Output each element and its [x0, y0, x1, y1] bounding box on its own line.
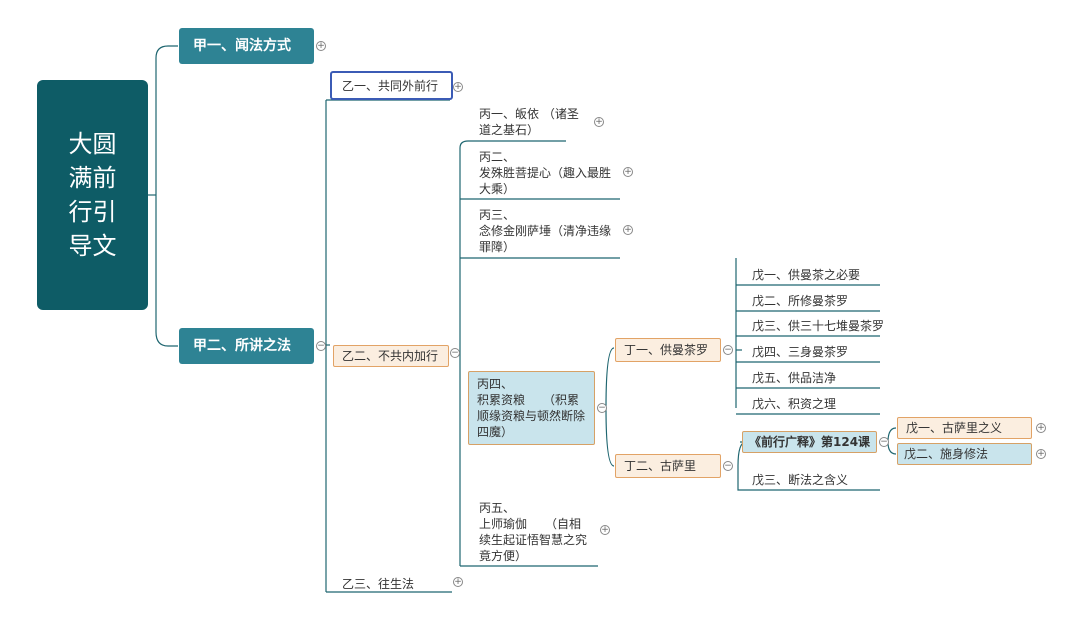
topic-ding2[interactable]: 丁二、古萨里: [615, 454, 721, 478]
topic-bing3[interactable]: 丙三、 念修金刚萨埵（清净违缘 罪障）: [477, 207, 622, 257]
topic-label: 《前行广释》第124课: [749, 435, 871, 449]
topic-label: 甲一、闻法方式: [193, 38, 291, 54]
topic-wu-d2-2[interactable]: 戊二、施身修法: [897, 443, 1032, 465]
topic-label: 丙四、 积累资粮 （积累 顺缘资粮与顿然断除 四魔）: [477, 377, 586, 439]
topic-lesson-124[interactable]: 《前行广释》第124课: [742, 431, 877, 453]
topic-label: 乙一、共同外前行: [342, 78, 439, 93]
expand-toggle-icon[interactable]: +: [1036, 449, 1046, 459]
topic-bing2[interactable]: 丙二、 发殊胜菩提心（趣入最胜 大乘）: [477, 149, 622, 199]
topic-bing5[interactable]: 丙五、 上师瑜伽 （自相 续生起证悟智慧之究 竟方便）: [477, 500, 597, 566]
root-label: 大圆 满前 行引 导文: [68, 130, 117, 260]
topic-label: 戊三、断法之含义: [752, 473, 849, 487]
topic-label: 丁一、供曼茶罗: [624, 343, 709, 357]
topic-label: 丙五、 上师瑜伽 （自相 续生起证悟智慧之究 竟方便）: [479, 501, 588, 563]
collapse-toggle-icon[interactable]: −: [723, 345, 733, 355]
expand-toggle-icon[interactable]: +: [316, 41, 326, 51]
topic-label: 丁二、古萨里: [624, 459, 697, 473]
expand-toggle-icon[interactable]: +: [453, 82, 463, 92]
expand-toggle-icon[interactable]: +: [1036, 423, 1046, 433]
topic-bing1[interactable]: 丙一、皈依 （诸圣 道之基石）: [477, 106, 592, 140]
topic-label: 戊二、施身修法: [904, 447, 989, 461]
topic-label: 乙三、往生法: [342, 577, 415, 591]
topic-label: 戊六、积资之理: [752, 397, 837, 411]
collapse-toggle-icon[interactable]: −: [723, 461, 733, 471]
topic-wu-d2-1[interactable]: 戊一、古萨里之义: [897, 417, 1032, 439]
topic-wu-d1-3[interactable]: 戊三、供三十七堆曼茶罗: [750, 318, 885, 334]
topic-yi3[interactable]: 乙三、往生法: [340, 576, 450, 592]
topic-label: 甲二、所讲之法: [193, 338, 291, 354]
topic-label: 戊五、供品洁净: [752, 371, 837, 385]
expand-toggle-icon[interactable]: +: [623, 225, 633, 235]
topic-wu-d1-1[interactable]: 戊一、供曼茶之必要: [750, 267, 885, 283]
topic-wu-d1-5[interactable]: 戊五、供品洁净: [750, 370, 885, 386]
topic-label: 丙一、皈依 （诸圣 道之基石）: [479, 107, 579, 137]
collapse-toggle-icon[interactable]: −: [879, 437, 889, 447]
topic-bing4[interactable]: 丙四、 积累资粮 （积累 顺缘资粮与顿然断除 四魔）: [468, 371, 595, 445]
topic-yi2[interactable]: 乙二、不共内加行: [333, 345, 449, 367]
topic-yi1-selected[interactable]: 乙一、共同外前行: [330, 71, 453, 100]
topic-label: 戊四、三身曼茶罗: [752, 345, 849, 359]
topic-label: 乙二、不共内加行: [342, 349, 439, 363]
topic-label: 戊三、供三十七堆曼茶罗: [752, 319, 885, 333]
collapse-toggle-icon[interactable]: −: [316, 341, 326, 351]
collapse-toggle-icon[interactable]: −: [450, 348, 460, 358]
expand-toggle-icon[interactable]: +: [600, 525, 610, 535]
topic-label: 丙三、 念修金刚萨埵（清净违缘 罪障）: [479, 208, 612, 254]
topic-ding1[interactable]: 丁一、供曼茶罗: [615, 338, 721, 362]
topic-wu-d2-3[interactable]: 戊三、断法之含义: [750, 472, 880, 488]
expand-toggle-icon[interactable]: +: [594, 117, 604, 127]
topic-wu-d1-6[interactable]: 戊六、积资之理: [750, 396, 885, 412]
topic-wu-d1-2[interactable]: 戊二、所修曼茶罗: [750, 293, 885, 309]
expand-toggle-icon[interactable]: +: [623, 167, 633, 177]
topic-jia1[interactable]: 甲一、闻法方式: [179, 28, 314, 64]
topic-label: 戊一、古萨里之义: [906, 421, 1003, 435]
topic-label: 丙二、 发殊胜菩提心（趣入最胜 大乘）: [479, 150, 612, 196]
expand-toggle-icon[interactable]: +: [453, 577, 463, 587]
collapse-toggle-icon[interactable]: −: [597, 403, 607, 413]
topic-wu-d1-4[interactable]: 戊四、三身曼茶罗: [750, 344, 885, 360]
topic-label: 戊二、所修曼茶罗: [752, 294, 849, 308]
topic-label: 戊一、供曼茶之必要: [752, 268, 861, 282]
root-topic[interactable]: 大圆 满前 行引 导文: [37, 80, 148, 310]
topic-jia2[interactable]: 甲二、所讲之法: [179, 328, 314, 364]
